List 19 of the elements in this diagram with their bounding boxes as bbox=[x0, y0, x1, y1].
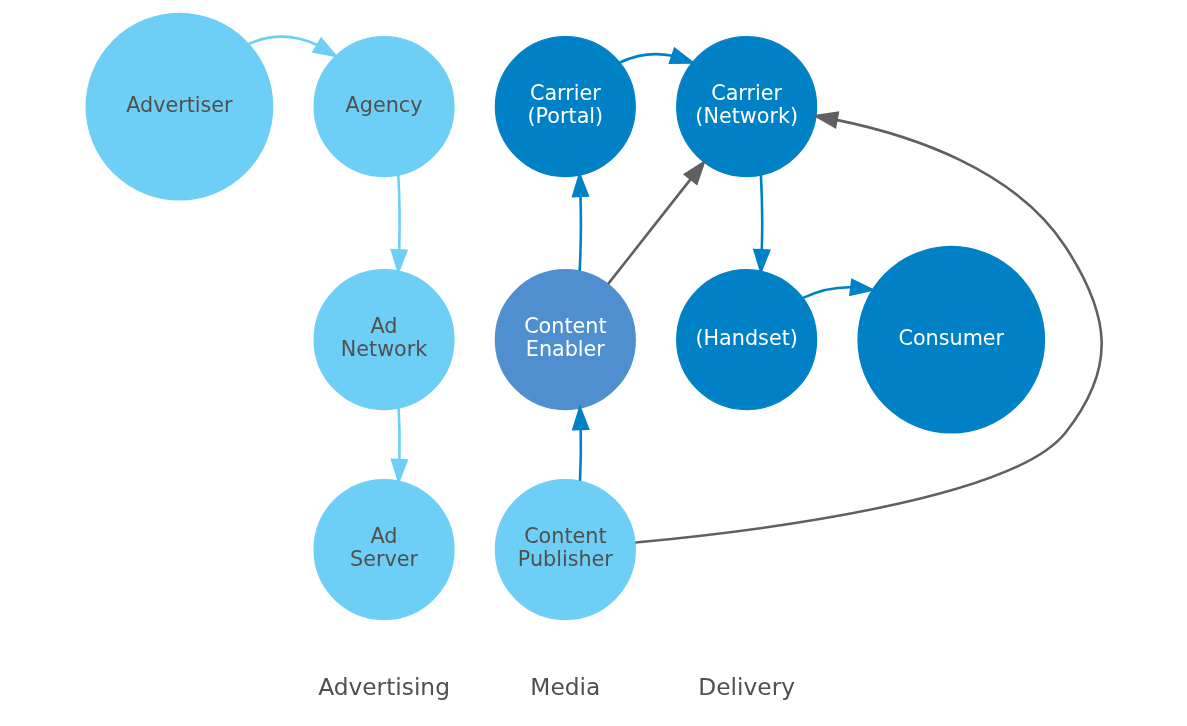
arrow bbox=[247, 35, 339, 58]
node-circle: Carrier (Network) bbox=[675, 36, 817, 178]
label: Media bbox=[529, 673, 600, 701]
node-circle: Advertiser bbox=[85, 12, 273, 201]
node-circle: Carrier (Portal) bbox=[494, 36, 636, 178]
node-circle: Ad Network bbox=[312, 269, 455, 411]
arrow bbox=[571, 404, 590, 481]
arrow bbox=[389, 408, 409, 485]
arrow bbox=[634, 111, 1103, 544]
node-circle: Ad Server bbox=[312, 478, 455, 621]
node-circle: Content Publisher bbox=[494, 478, 636, 621]
node-circle: Content Enabler bbox=[494, 269, 636, 411]
label: Delivery bbox=[697, 673, 795, 701]
node-circle: (Handset) bbox=[675, 269, 817, 411]
node-circle: Consumer bbox=[856, 245, 1045, 434]
arrow bbox=[802, 278, 876, 299]
arrow bbox=[618, 46, 696, 65]
arrow bbox=[606, 159, 706, 285]
label: Advertising bbox=[317, 673, 450, 701]
